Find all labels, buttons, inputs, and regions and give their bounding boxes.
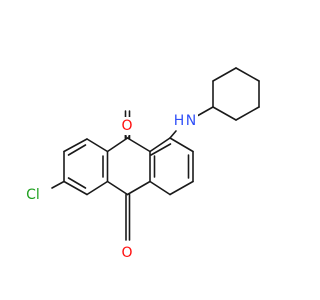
atom-chlorine: Cl [21,186,45,204]
right-ring [149,137,194,196]
nitrogen-hydrogen-label: H [174,113,185,129]
quinone-ring [106,137,151,196]
cyclohexyl-ring [212,67,260,121]
atom-nitrogen: N H [174,112,198,130]
c-n-bond [169,130,177,139]
atom-oxygen-top: O [118,117,134,135]
oxygen-top-label: O [121,118,132,134]
chlorine-label: Cl [26,187,40,203]
c-cl-bond [51,180,65,189]
carbonyl-bottom [125,193,131,241]
oxygen-bottom-label: O [121,245,132,261]
atom-oxygen-bottom: O [118,244,134,262]
molecule-drawing: O O Cl N H [21,67,260,262]
structure-canvas: O O Cl N H [21,67,260,262]
left-ring [63,138,109,196]
nitrogen-label: N [186,113,196,129]
